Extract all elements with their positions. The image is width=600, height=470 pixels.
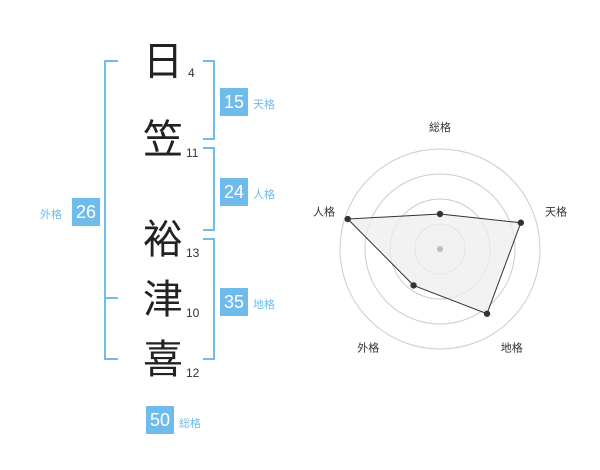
chikaku-value: 35 xyxy=(220,288,248,316)
stroke-count-5: 12 xyxy=(186,366,200,380)
tenkaku-bracket xyxy=(203,60,215,140)
soukaku-value: 50 xyxy=(146,406,174,434)
radar-ring-3 xyxy=(364,173,516,325)
radar-point-2 xyxy=(517,219,525,226)
radar-point-3 xyxy=(483,310,491,317)
gaikaku-bracket xyxy=(104,60,118,360)
jinkaku-bracket xyxy=(203,147,215,231)
stroke-count-4: 10 xyxy=(186,306,200,320)
jinkaku-label: 人格 xyxy=(253,188,275,201)
radar-axis-label-4: 外格 xyxy=(357,341,379,355)
radar-point-1 xyxy=(436,210,444,218)
name-char-4: 津 xyxy=(143,277,183,323)
radar-polygon xyxy=(346,213,522,315)
gaikaku-value: 26 xyxy=(72,198,100,226)
radar-center-dot xyxy=(437,246,443,252)
tenkaku-value: 15 xyxy=(220,88,248,116)
stroke-count-3: 13 xyxy=(186,246,200,260)
chikaku-label: 地格 xyxy=(253,298,275,311)
radar-ring-4 xyxy=(339,148,541,350)
soukaku-label: 総格 xyxy=(179,417,201,430)
radar-axis-label-2: 天格 xyxy=(545,204,567,218)
stroke-count-2: 11 xyxy=(186,146,199,160)
name-char-1: 日 xyxy=(143,39,183,85)
jinkaku-value: 24 xyxy=(220,178,248,206)
gaikaku-label: 外格 xyxy=(40,208,62,221)
radar-point-5 xyxy=(344,215,351,223)
radar-point-4 xyxy=(410,282,417,289)
chikaku-bracket xyxy=(203,238,215,360)
stroke-count-1: 4 xyxy=(188,66,195,80)
gaikaku-inner-tick xyxy=(104,297,118,299)
tenkaku-label: 天格 xyxy=(253,98,275,111)
name-char-2: 笠 xyxy=(143,117,183,163)
radar-axis-label-5: 人格 xyxy=(313,204,335,218)
radar-axis-label-1: 総格 xyxy=(429,120,451,134)
radar-axis-label-3: 地格 xyxy=(501,341,523,355)
name-char-5: 喜 xyxy=(143,337,183,383)
name-char-3: 裕 xyxy=(143,217,183,263)
